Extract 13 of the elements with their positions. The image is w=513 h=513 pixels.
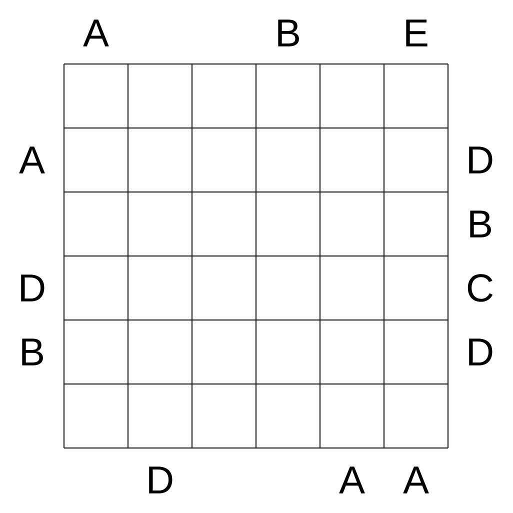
clue-letter: B	[470, 210, 491, 238]
clue-letter: A	[83, 20, 109, 46]
clue-letter: D	[469, 338, 492, 366]
clue-letter: B	[22, 338, 43, 366]
clue-letter: A	[339, 466, 365, 494]
clue-letter: E	[406, 20, 428, 46]
clue-letter: D	[149, 466, 172, 494]
clue-letter: C	[468, 274, 493, 302]
clue-letter: A	[403, 466, 429, 494]
clue-letter: A	[19, 146, 45, 174]
clue-letter: D	[469, 146, 492, 174]
clue-letter: D	[21, 274, 44, 302]
clue-letter: B	[278, 20, 299, 46]
